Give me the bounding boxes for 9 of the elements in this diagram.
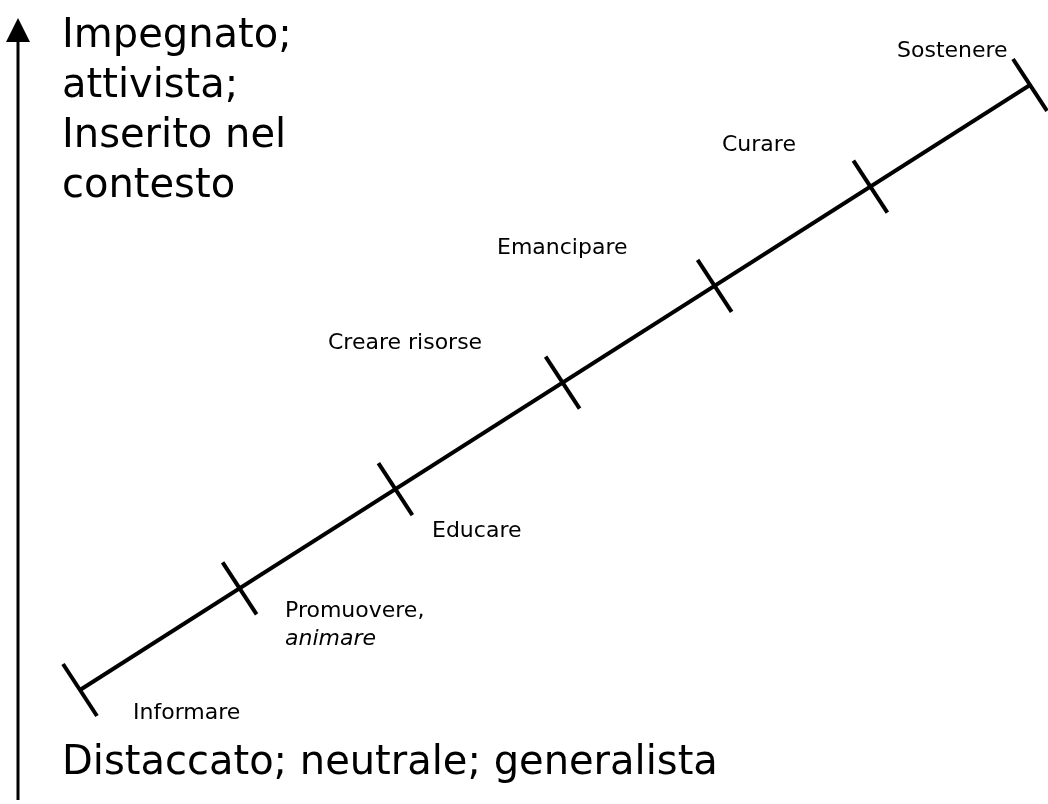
scale-label: Creare risorse	[328, 328, 484, 356]
scale-label: Curare	[722, 130, 797, 158]
scale-label: Promuovere, animare	[285, 596, 425, 651]
scale-label: Emancipare	[497, 233, 629, 261]
axis-label: Distaccato; neutrale; generalista	[62, 736, 719, 785]
axis-label: Impegnato; attivista; Inserito nel contesto	[62, 9, 293, 208]
scale-label: Informare	[133, 698, 242, 726]
scale-label: Educare	[432, 516, 523, 544]
scale-label: Sostenere	[897, 36, 1009, 64]
